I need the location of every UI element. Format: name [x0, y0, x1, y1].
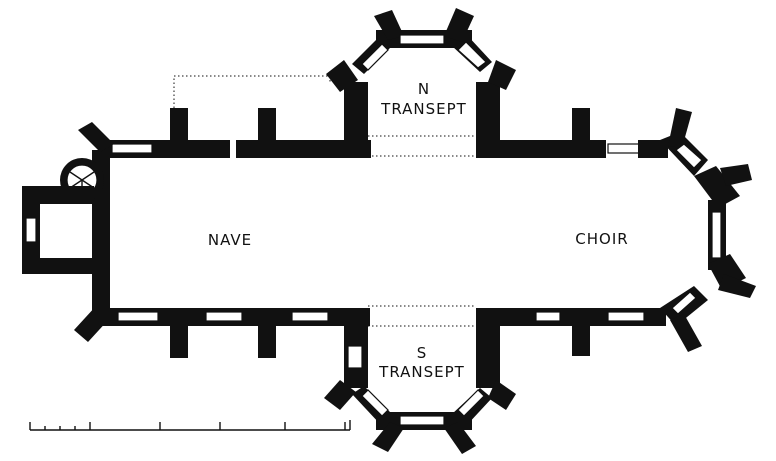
south-transept [324, 305, 516, 454]
n-transept-label-line2: TRANSEPT [380, 100, 467, 118]
n-transept-label-line1: N [418, 80, 430, 98]
choir-label: CHOIR [575, 230, 628, 248]
north-transept [326, 8, 516, 157]
choir-walls [476, 108, 756, 356]
nave-walls [22, 75, 371, 358]
s-transept-label-line2: TRANSEPT [378, 363, 465, 381]
nave-label: NAVE [208, 231, 252, 249]
scale-bar [29, 420, 351, 431]
s-transept-label-line1: S [417, 344, 428, 362]
